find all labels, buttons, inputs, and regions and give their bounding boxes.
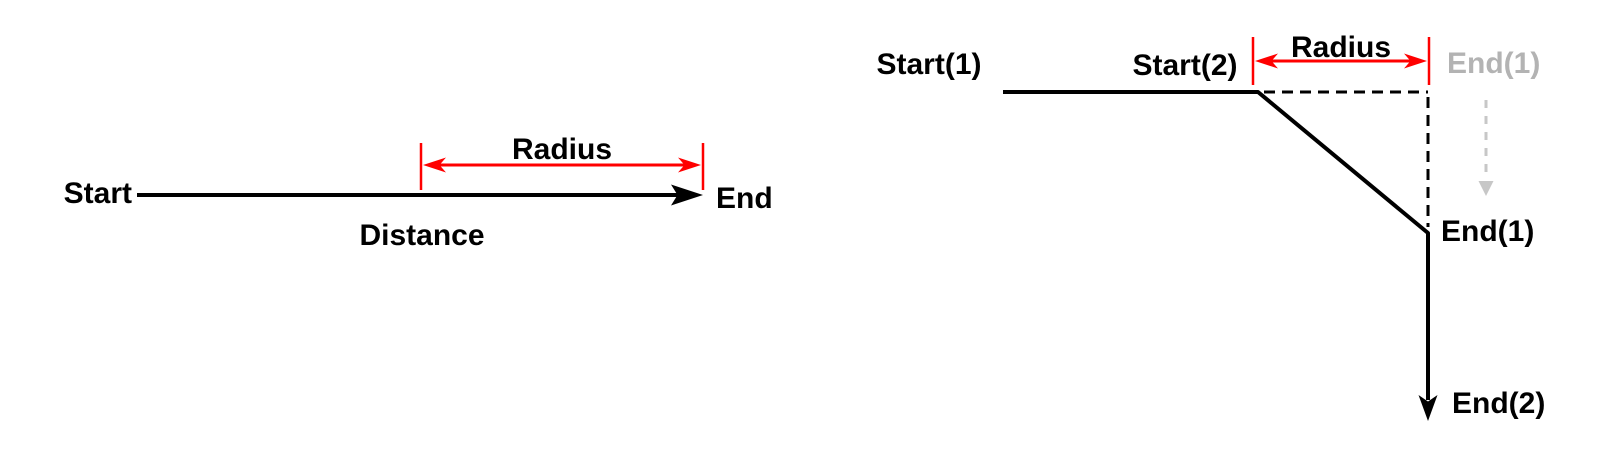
start1-label: Start(1) bbox=[876, 48, 981, 81]
start-label: Start bbox=[64, 177, 132, 210]
arrow-right-icon bbox=[678, 157, 701, 173]
radius-label: Radius bbox=[512, 133, 612, 166]
arrow-left-icon bbox=[1255, 53, 1278, 69]
straight-distance-diagram: Start End Radius Distance bbox=[64, 133, 773, 252]
end-label: End bbox=[716, 182, 773, 215]
end2-label: End(2) bbox=[1452, 387, 1545, 420]
distance-label: Distance bbox=[359, 219, 484, 252]
arrow-right-icon bbox=[1404, 53, 1427, 69]
arrow-right-icon bbox=[671, 184, 703, 206]
start2-label: Start(2) bbox=[1132, 49, 1237, 82]
end1-label: End(1) bbox=[1441, 215, 1534, 248]
arrow-left-icon bbox=[423, 157, 446, 173]
end1-faded-label: End(1) bbox=[1447, 47, 1540, 80]
actual-path-line bbox=[1003, 90, 1430, 400]
turn-radius-diagram: Start(1) Start(2) Radius End(1) End(1) E… bbox=[876, 31, 1545, 421]
radius-label: Radius bbox=[1291, 31, 1391, 64]
arrow-down-icon bbox=[1418, 395, 1438, 421]
arrow-down-icon bbox=[1478, 181, 1494, 196]
